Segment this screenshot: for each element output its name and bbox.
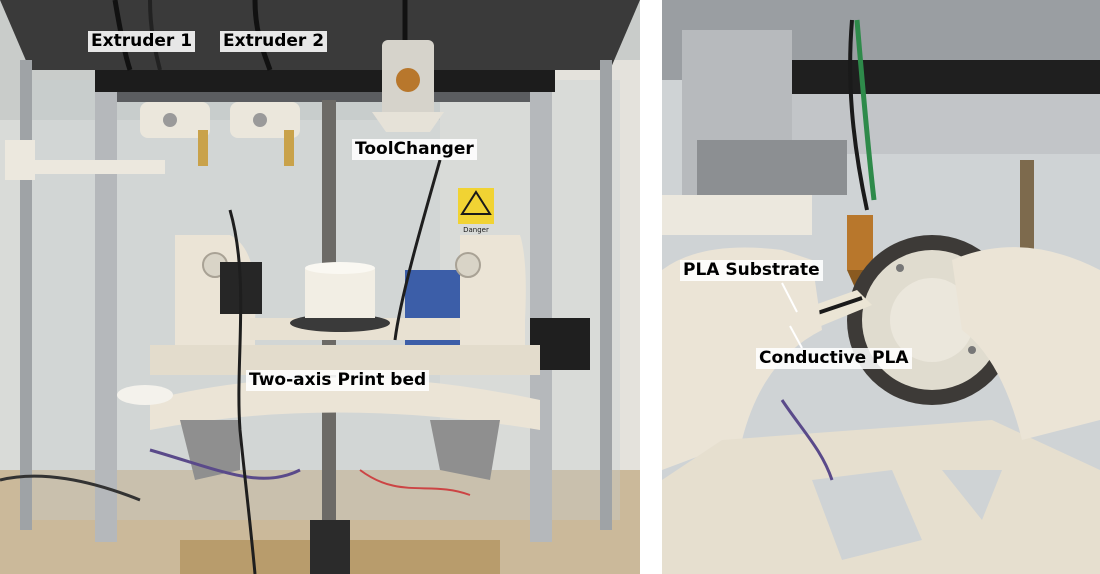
black-cable (848, 19, 869, 211)
dock-arm-white (662, 195, 812, 235)
green-cable (854, 19, 877, 201)
tool-dock-block (5, 140, 35, 180)
black-crossbar (732, 60, 1100, 94)
brass-nozzle (847, 215, 873, 270)
wire (0, 474, 141, 502)
right-post (530, 92, 552, 542)
left-post (95, 92, 117, 542)
bolt (896, 264, 904, 272)
print-bed-label: Two-axis Print bed (246, 370, 430, 391)
purple-wire (780, 399, 834, 481)
bed-right-tower (460, 235, 526, 345)
docked-tool (697, 140, 847, 195)
outer-right-post (600, 60, 612, 530)
tool-dock-arm (5, 160, 165, 174)
bolt (163, 113, 177, 127)
frame-cutout (942, 470, 1002, 520)
toolchanger-gear (396, 68, 420, 92)
pla-substrate-label: PLA Substrate (680, 260, 823, 281)
gantry-rail (100, 92, 550, 102)
rotary-disc-hub (890, 278, 974, 362)
filament-clip (117, 385, 173, 405)
top-crossbar (95, 70, 555, 92)
bolt (968, 346, 976, 354)
nozzle-closeup-photo (662, 0, 1100, 574)
extruder-2-nozzle (284, 130, 294, 166)
lower-bracket-right (430, 420, 500, 480)
cable (228, 209, 257, 574)
conductive-pla-label: Conductive PLA (756, 348, 912, 369)
arm-frame-right (952, 247, 1100, 440)
z-motor (310, 520, 350, 574)
wire (149, 448, 301, 480)
outer-left-post (20, 60, 32, 530)
frame-cutout (812, 470, 922, 560)
extruder-1-nozzle (198, 130, 208, 166)
left-photo-panel: Danger Extruder 1 Extruder 2 ToolChanger… (0, 0, 640, 574)
toolchanger-mount (372, 112, 444, 132)
right-photo-panel: PLA Substrate Conductive PLA (662, 0, 1100, 574)
cable (393, 159, 442, 341)
danger-sign-text: Danger (463, 226, 489, 234)
warning-triangle-icon (460, 190, 492, 215)
extruder-2-label: Extruder 2 (220, 31, 328, 52)
toolchanger-label: ToolChanger (352, 139, 477, 160)
pivot-bearing-right (455, 252, 481, 278)
rotary-ring (290, 314, 390, 332)
bolt (253, 113, 267, 127)
extruder-1-label: Extruder 1 (88, 31, 196, 52)
rotary-top (305, 262, 375, 274)
printer-overview-photo: Danger (0, 0, 640, 574)
wire (359, 469, 471, 496)
rotary-cylinder (305, 268, 375, 318)
danger-sign (458, 188, 494, 224)
